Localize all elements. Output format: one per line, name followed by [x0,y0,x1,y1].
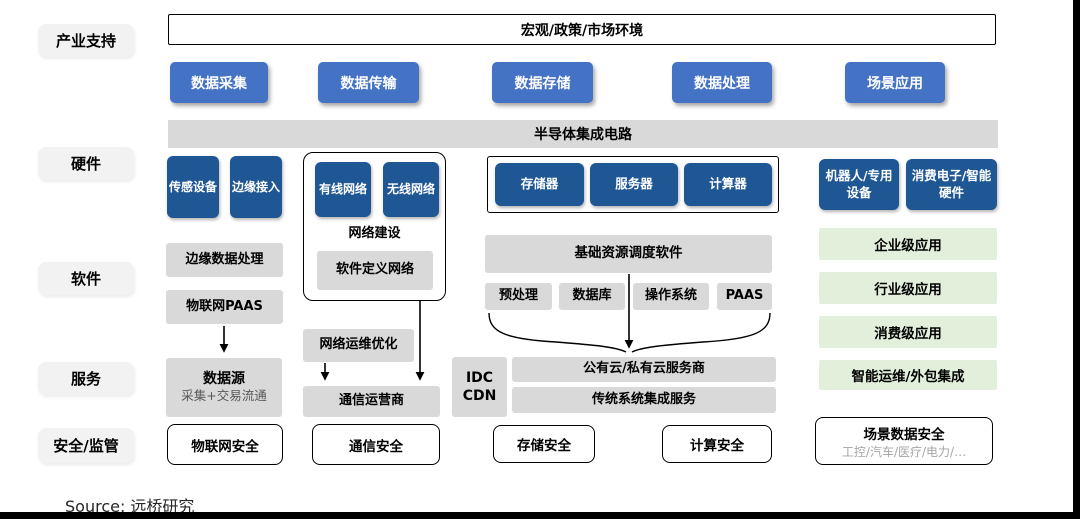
row-label-services: 服务 [38,362,134,395]
sw-iot-paas: 物联网PAAS [166,290,283,324]
brace-right-curve [631,312,771,353]
macro-policy-market-bar: 宏观/政策/市场环境 [168,14,996,45]
frame-border-bottom [0,512,1080,519]
svc-system-integration: 传统系统集成服务 [512,387,776,413]
pipeline-data-storage: 数据存储 [492,62,593,103]
pipeline-data-transmission: 数据传输 [318,62,419,103]
pipeline-scenario-application: 场景应用 [845,62,945,103]
sw-database: 数据库 [559,283,625,310]
app-consumer-level: 消费级应用 [819,316,997,348]
hw-computer: 计算器 [684,163,772,206]
app-intelligent-ops-outsourcing: 智能运维/外包集成 [819,360,997,390]
app-industry-level: 行业级应用 [819,272,997,304]
sec-communication-security: 通信安全 [312,424,440,465]
pipeline-data-processing: 数据处理 [672,62,772,103]
sec-storage-security: 存储安全 [493,425,595,463]
row-label-industry-support: 产业支持 [38,24,134,57]
sw-resource-scheduling: 基础资源调度软件 [485,235,772,273]
sw-network-ops-optimization: 网络运维优化 [303,329,414,362]
frame-border-right [1073,0,1080,519]
sw-edge-data-processing: 边缘数据处理 [166,243,283,277]
sw-paas: PAAS [717,283,772,310]
svc-telecom-operator: 通信运营商 [303,386,440,417]
sw-operating-system: 操作系统 [633,283,709,310]
hw-sensor-device: 传感设备 [167,156,219,218]
app-enterprise-level: 企业级应用 [819,228,997,260]
sec-compute-security: 计算安全 [662,425,772,463]
hw-memory: 存储器 [495,163,584,206]
row-label-hardware: 硬件 [38,147,134,180]
sec-scene-subtitle: 工控/汽车/医疗/电力/… [841,444,967,459]
source-note: Source: 远桥研究 [65,497,195,516]
hw-server: 服务器 [590,163,678,206]
network-construction-title: 网络建设 [348,225,401,241]
brace-left-curve [488,312,627,353]
hw-wired-network: 有线网络 [315,162,371,217]
hw-consumer-electronics: 消费电子/智能硬件 [906,159,997,210]
svc-data-source-subtitle: 采集+交易流通 [181,388,267,404]
semiconductor-ic-bar: 半导体集成电路 [168,120,998,148]
row-label-security: 安全/监管 [38,428,134,463]
sw-preprocessing: 预处理 [485,283,552,310]
hw-edge-access: 边缘接入 [230,156,282,218]
pipeline-data-collection: 数据采集 [170,62,268,103]
hw-wireless-network: 无线网络 [383,162,439,217]
sw-software-defined-network: 软件定义网络 [317,251,433,290]
svc-cloud-providers: 公有云/私有云服务商 [512,357,776,382]
sec-iot-security: 物联网安全 [167,424,283,465]
sec-scene-data-security: 场景数据安全 工控/汽车/医疗/电力/… [815,417,993,465]
svc-idc-cdn: IDC CDN [452,357,507,417]
hw-robot-special-equipment: 机器人/专用设备 [819,159,899,210]
row-label-software: 软件 [38,262,134,295]
svc-data-source-title: 数据源 [203,371,245,388]
svc-data-source: 数据源 采集+交易流通 [166,358,282,417]
sec-scene-title: 场景数据安全 [863,426,945,443]
